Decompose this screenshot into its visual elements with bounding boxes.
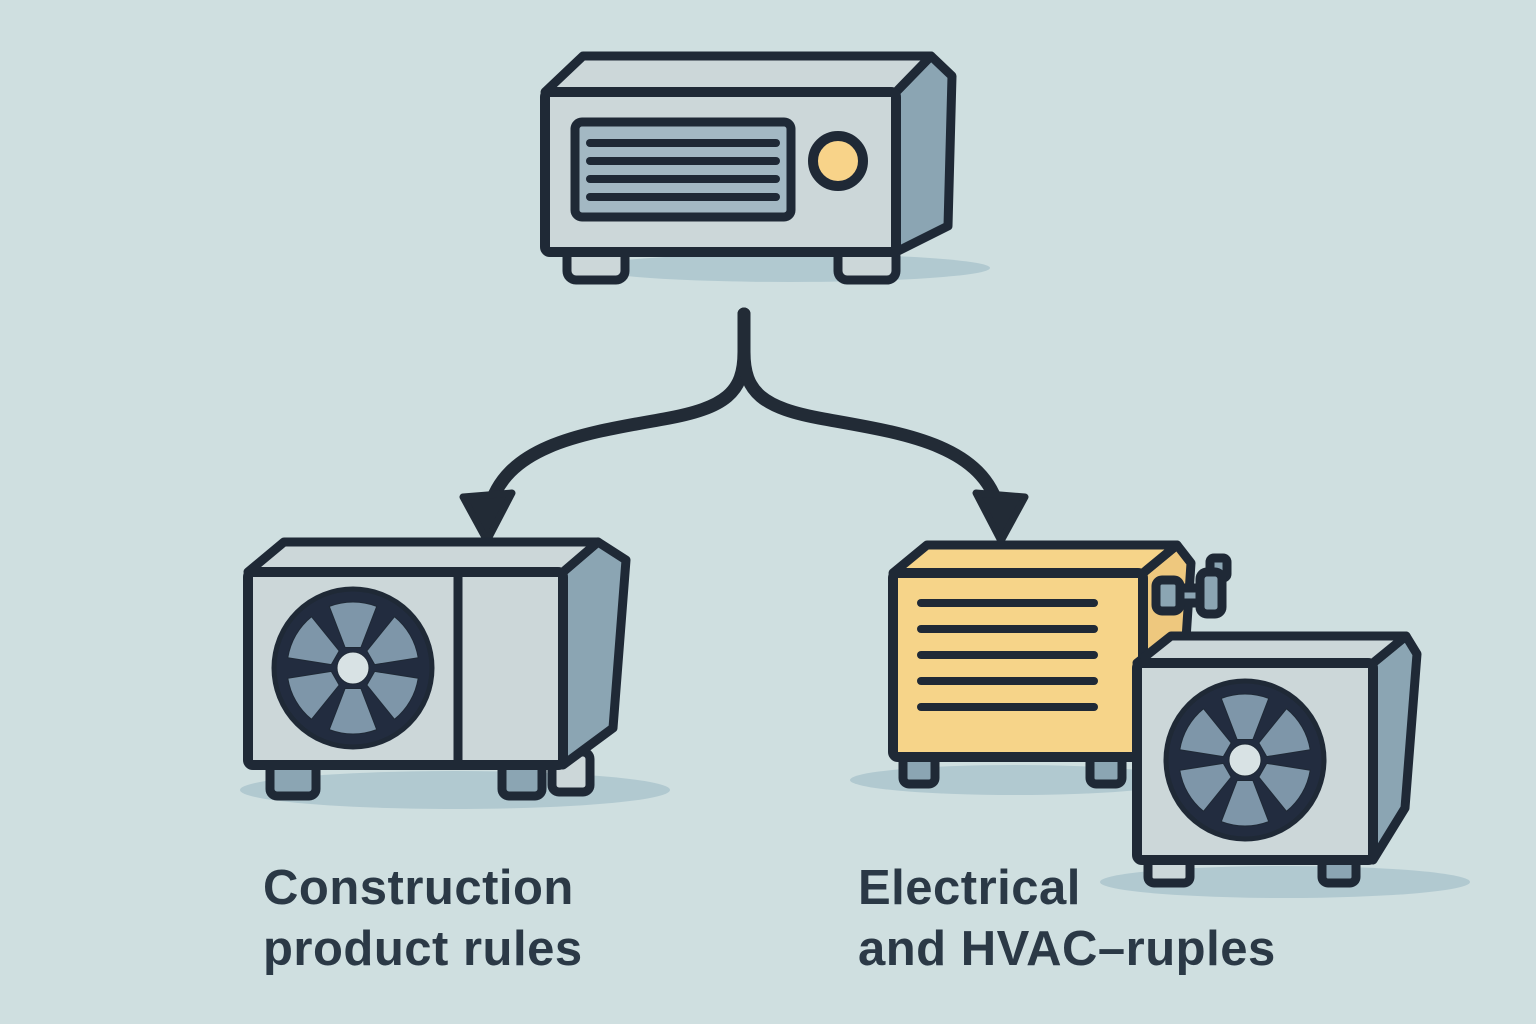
label-line: Electrical	[858, 861, 1081, 915]
label-line: and HVAC–ruples	[858, 922, 1276, 976]
hvac-control-unit-icon	[540, 51, 957, 285]
arrowhead-left	[459, 489, 516, 545]
label-construction-product-rules: Construction product rules	[263, 858, 583, 980]
label-line: Construction	[263, 861, 574, 915]
outdoor-condenser-right-icon	[1132, 631, 1422, 888]
arrow-branch-right	[737, 307, 1006, 517]
vent-grille-icon	[570, 117, 796, 222]
label-line: product rules	[263, 922, 583, 976]
radiator-heater-icon	[888, 540, 1232, 789]
arrowhead-right	[972, 489, 1029, 545]
arrow-branch-left	[482, 307, 751, 517]
outdoor-condenser-left-icon	[243, 537, 631, 801]
knob-icon	[808, 131, 868, 191]
label-electrical-hvac-rules: Electrical and HVAC–ruples	[858, 858, 1276, 980]
pipe-valve-icon	[1151, 553, 1232, 619]
branching-arrow-icon	[459, 307, 1029, 545]
